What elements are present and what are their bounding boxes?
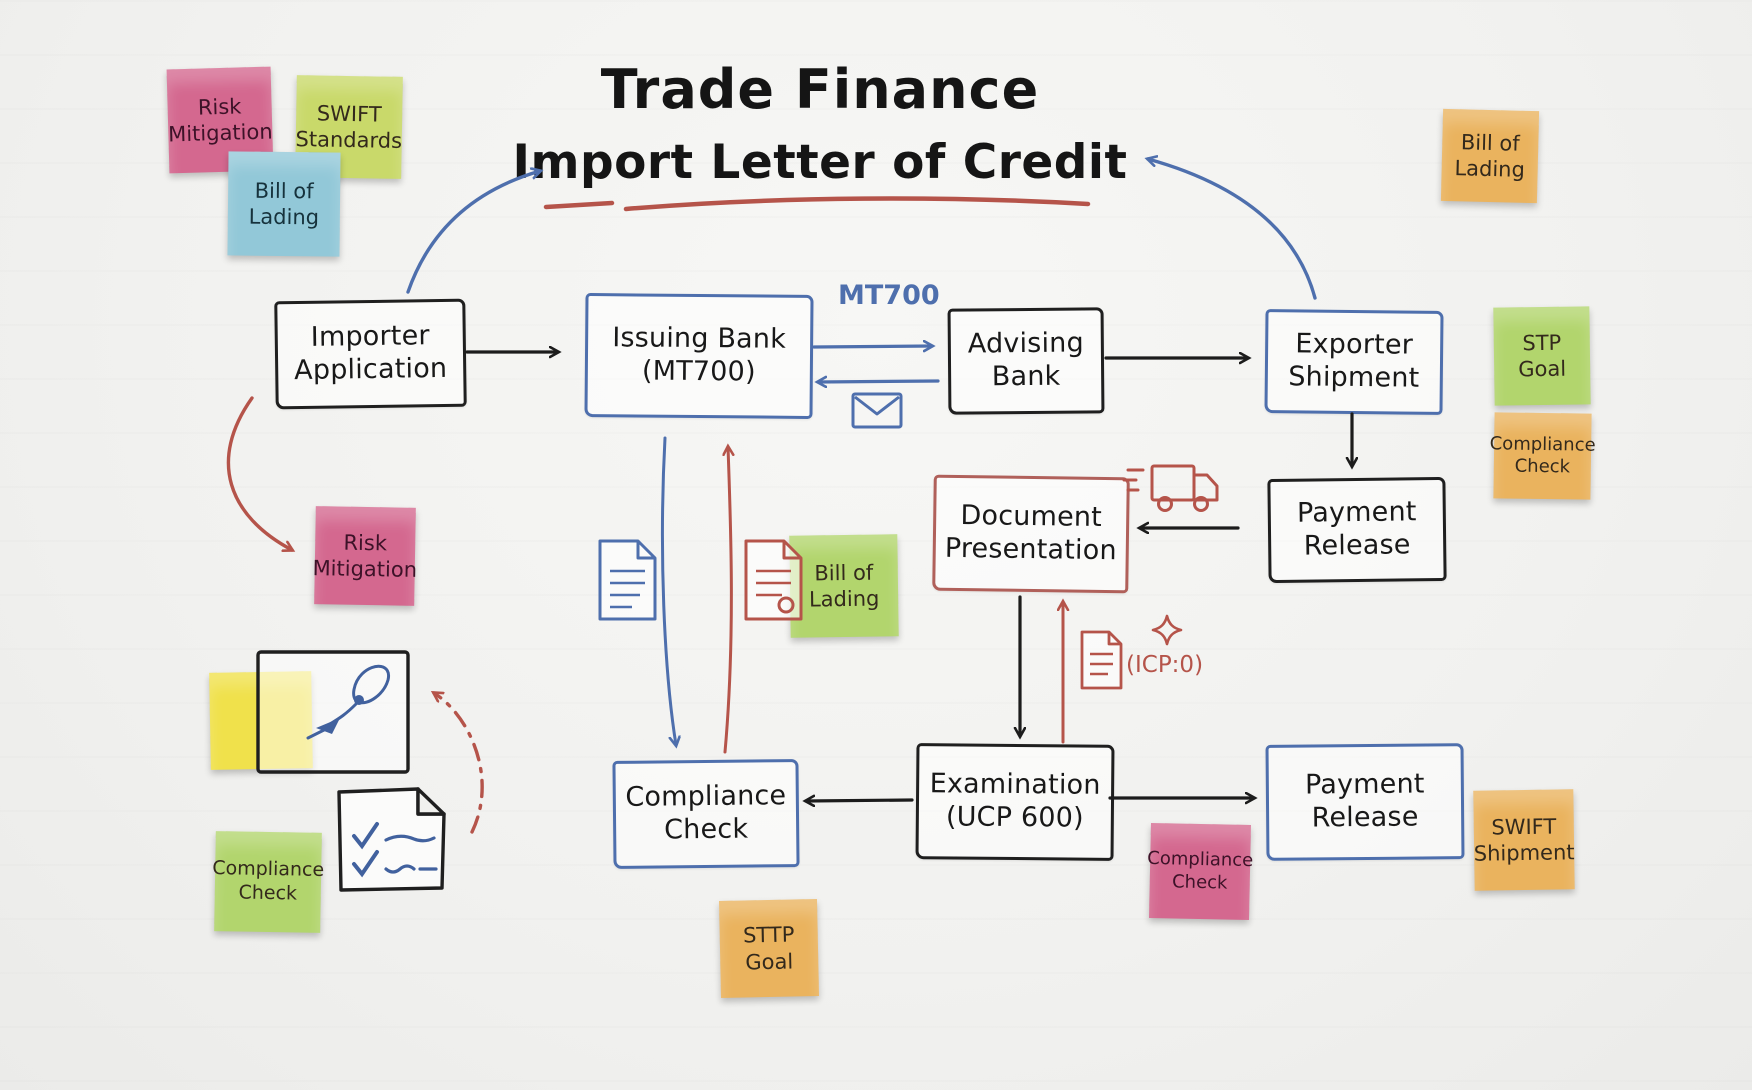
node-importer-application-label: Importer Application bbox=[293, 320, 448, 387]
arrow-right-to-title bbox=[1148, 159, 1317, 300]
node-importer-application: Importer Application bbox=[274, 298, 467, 410]
truck-icon bbox=[1122, 464, 1219, 512]
node-document-presentation: Document Presentation bbox=[932, 474, 1130, 594]
node-examination: Examination (UCP 600) bbox=[915, 743, 1115, 861]
arrow-issuing-to-advising-mt700 bbox=[812, 346, 932, 347]
sticky-stp-goal: STP Goal bbox=[1493, 306, 1591, 406]
document-icon-red-small bbox=[1080, 630, 1123, 690]
node-exporter-shipment-label: Exporter Shipment bbox=[1288, 328, 1420, 394]
node-document-presentation-label: Document Presentation bbox=[944, 500, 1117, 567]
sticky-bill-of-lading-top-left: Bill of Lading bbox=[227, 151, 341, 257]
sticky-swift-shipment: SWIFT Shipment bbox=[1473, 789, 1575, 891]
sticky-compliance-check-right: Compliance Check bbox=[1490, 412, 1596, 500]
sticky-sttp-goal: STTP Goal bbox=[718, 898, 820, 999]
node-payment-release-bottom-label: Payment Release bbox=[1304, 768, 1425, 834]
sticky-text: Bill of Lading bbox=[1454, 130, 1526, 182]
arrow-issuing-to-compliance-check bbox=[660, 436, 676, 745]
arrow-checklist-to-signature bbox=[434, 693, 484, 834]
sticky-text: STP Goal bbox=[1518, 330, 1567, 382]
document-icon-blue bbox=[598, 539, 657, 621]
sticky-compliance-check-bottom-left: Compliance Check bbox=[212, 831, 325, 933]
diagram-title: Trade Finance Import Letter of Credit bbox=[470, 58, 1170, 190]
node-payment-release-right-label: Payment Release bbox=[1296, 496, 1417, 562]
sticky-bill-of-lading-mid: Bill of Lading bbox=[789, 534, 899, 638]
envelope-icon bbox=[851, 392, 903, 429]
sticky-risk-mitigation-mid: Risk Mitigation bbox=[312, 506, 418, 606]
checklist-icon bbox=[337, 787, 446, 892]
arrow-advising-to-issuing bbox=[818, 381, 940, 382]
node-examination-label: Examination (UCP 600) bbox=[929, 768, 1101, 834]
sparkle-icon bbox=[1151, 614, 1183, 646]
node-compliance-check: Compliance Check bbox=[612, 759, 800, 869]
sticky-text: Risk Mitigation bbox=[312, 530, 418, 582]
sticky-text: Bill of Lading bbox=[248, 178, 320, 230]
sticky-text: STTP Goal bbox=[742, 922, 795, 974]
title-underline bbox=[543, 196, 1091, 212]
label-mt700: MT700 bbox=[838, 280, 940, 311]
node-advising-bank: Advising Bank bbox=[947, 307, 1105, 415]
sticky-text: Risk Mitigation bbox=[167, 94, 273, 147]
arrow-importer-to-risk-mitigation bbox=[226, 396, 292, 550]
sticky-text: SWIFT Shipment bbox=[1473, 814, 1575, 866]
sticky-text: Compliance Check bbox=[1147, 847, 1254, 894]
label-icp: (ICP:0) bbox=[1126, 652, 1204, 678]
node-advising-bank-label: Advising Bank bbox=[967, 327, 1084, 393]
sticky-bill-of-lading-top-right: Bill of Lading bbox=[1440, 108, 1540, 204]
node-issuing-bank: Issuing Bank (MT700) bbox=[584, 293, 814, 419]
sticky-text: Compliance Check bbox=[1489, 432, 1596, 478]
node-exporter-shipment: Exporter Shipment bbox=[1264, 309, 1444, 415]
arrow-compliance-check-to-issuing bbox=[725, 447, 731, 754]
sticky-note-blank bbox=[209, 671, 313, 770]
node-payment-release-bottom: Payment Release bbox=[1265, 743, 1465, 861]
sticky-text: SWIFT Standards bbox=[295, 101, 403, 153]
node-issuing-bank-label: Issuing Bank (MT700) bbox=[612, 322, 787, 388]
node-payment-release-right: Payment Release bbox=[1267, 476, 1447, 584]
sticky-text: Compliance Check bbox=[212, 857, 325, 905]
arrow-examination-to-compliance-check bbox=[806, 800, 914, 801]
title-line-1: Trade Finance bbox=[600, 58, 1040, 121]
title-line-2: Import Letter of Credit bbox=[512, 135, 1128, 190]
node-compliance-check-label: Compliance Check bbox=[625, 780, 787, 846]
sticky-text: Bill of Lading bbox=[808, 560, 880, 612]
sticky-compliance-check-bottom-mid: Compliance Check bbox=[1147, 822, 1254, 921]
